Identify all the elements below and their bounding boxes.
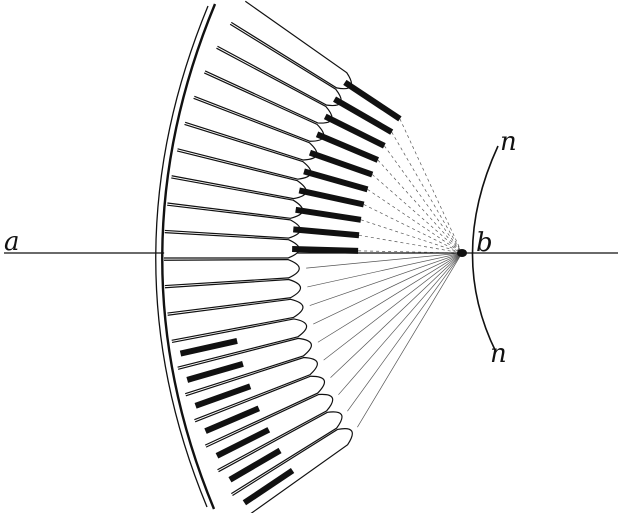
rod-element	[345, 82, 400, 118]
ray-line	[384, 146, 462, 253]
ray-group	[306, 119, 462, 427]
ray-line	[400, 119, 462, 253]
rod-element	[293, 229, 359, 235]
ray-line	[359, 235, 462, 253]
label-a: a	[4, 227, 20, 257]
rod-element	[299, 190, 363, 204]
rod-element	[296, 210, 361, 220]
ray-line	[306, 253, 462, 268]
ray-line	[331, 253, 462, 378]
ray-line	[372, 175, 462, 253]
ray-line	[364, 204, 462, 253]
ray-line	[347, 253, 462, 411]
label-n-bottom: n	[490, 339, 507, 369]
label-b: b	[476, 228, 493, 258]
ray-line	[313, 253, 462, 324]
ray-line	[368, 189, 462, 253]
ray-line	[307, 253, 462, 287]
rod-element	[292, 249, 358, 251]
ray-line	[318, 253, 462, 342]
ray-line	[392, 132, 462, 253]
rod-element	[304, 171, 368, 189]
focal-point-b	[457, 249, 467, 257]
label-n-top: n	[500, 127, 517, 157]
ray-line	[357, 253, 462, 427]
ray-line	[324, 253, 462, 360]
